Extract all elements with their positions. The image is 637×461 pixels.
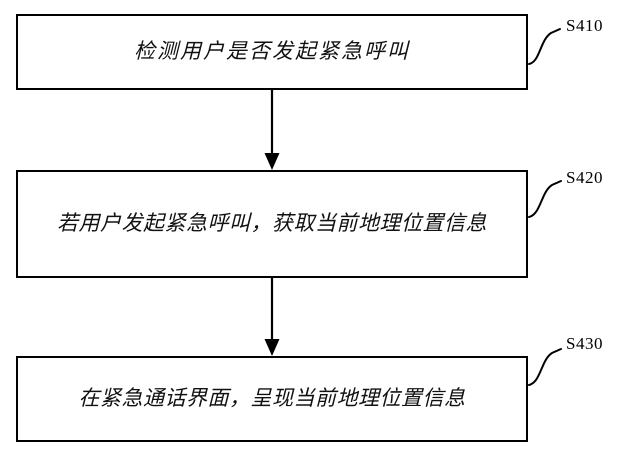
flow-node-s420: 若用户发起紧急呼叫，获取当前地理位置信息 [16, 170, 528, 278]
flow-node-s410-text: 检测用户是否发起紧急呼叫 [134, 39, 410, 64]
leader-line-s420 [528, 180, 562, 218]
step-label-s430: S430 [566, 334, 603, 353]
flow-node-s430-text: 在紧急通话界面，呈现当前地理位置信息 [78, 386, 466, 411]
step-label-s420: S420 [566, 168, 603, 187]
flow-node-s410: 检测用户是否发起紧急呼叫 [16, 14, 528, 90]
leader-line-s410 [528, 28, 561, 65]
connector-s420-s430-arrowhead [264, 339, 280, 356]
connector-s410-s420-arrowhead [264, 153, 280, 170]
step-label-s410: S410 [566, 16, 603, 35]
flow-node-s430: 在紧急通话界面，呈现当前地理位置信息 [16, 356, 528, 442]
connector-s420-s430 [264, 278, 280, 356]
leader-line-s430 [528, 348, 562, 386]
flow-node-s420-text: 若用户发起紧急呼叫，获取当前地理位置信息 [57, 211, 487, 236]
connector-s410-s420 [264, 90, 280, 170]
